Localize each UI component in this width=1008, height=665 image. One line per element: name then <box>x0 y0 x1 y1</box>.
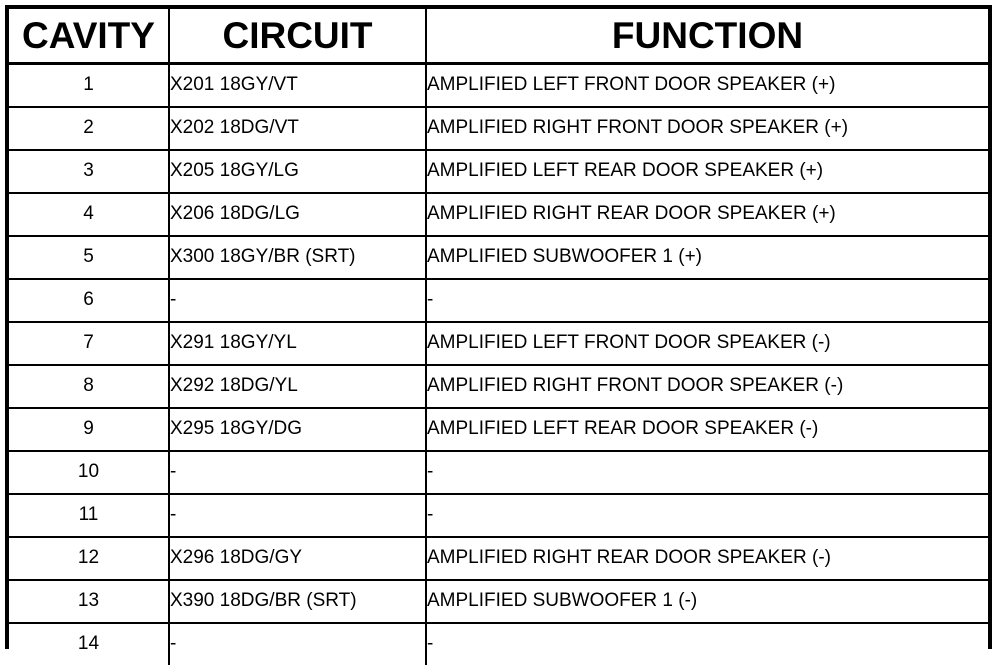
cell-cavity: 13 <box>9 580 169 623</box>
cell-circuit: - <box>169 279 426 322</box>
table-row: 6 - - <box>9 279 988 322</box>
cell-circuit: X390 18DG/BR (SRT) <box>169 580 426 623</box>
cell-function: AMPLIFIED RIGHT REAR DOOR SPEAKER (-) <box>426 537 988 580</box>
cell-circuit: X201 18GY/VT <box>169 64 426 108</box>
cell-cavity: 1 <box>9 64 169 108</box>
column-header-cavity: CAVITY <box>9 9 169 64</box>
cell-function: AMPLIFIED SUBWOOFER 1 (-) <box>426 580 988 623</box>
cell-function: AMPLIFIED RIGHT FRONT DOOR SPEAKER (-) <box>426 365 988 408</box>
cell-function: - <box>426 623 988 665</box>
table-row: 7 X291 18GY/YL AMPLIFIED LEFT FRONT DOOR… <box>9 322 988 365</box>
table-row: 5 X300 18GY/BR (SRT) AMPLIFIED SUBWOOFER… <box>9 236 988 279</box>
table-row: 2 X202 18DG/VT AMPLIFIED RIGHT FRONT DOO… <box>9 107 988 150</box>
cell-function: AMPLIFIED LEFT FRONT DOOR SPEAKER (+) <box>426 64 988 108</box>
cell-cavity: 10 <box>9 451 169 494</box>
connector-pinout-table-container: CAVITY CIRCUIT FUNCTION 1 X201 18GY/VT A… <box>5 5 992 649</box>
cell-circuit: X206 18DG/LG <box>169 193 426 236</box>
cell-circuit: X202 18DG/VT <box>169 107 426 150</box>
cell-function: AMPLIFIED LEFT FRONT DOOR SPEAKER (-) <box>426 322 988 365</box>
cell-function: AMPLIFIED LEFT REAR DOOR SPEAKER (-) <box>426 408 988 451</box>
cell-circuit: X291 18GY/YL <box>169 322 426 365</box>
cell-cavity: 9 <box>9 408 169 451</box>
cell-cavity: 5 <box>9 236 169 279</box>
cell-function: - <box>426 494 988 537</box>
cell-cavity: 3 <box>9 150 169 193</box>
cell-cavity: 11 <box>9 494 169 537</box>
cell-function: AMPLIFIED RIGHT FRONT DOOR SPEAKER (+) <box>426 107 988 150</box>
cell-function: - <box>426 279 988 322</box>
cell-cavity: 2 <box>9 107 169 150</box>
cell-cavity: 8 <box>9 365 169 408</box>
table-header: CAVITY CIRCUIT FUNCTION <box>9 9 988 64</box>
cell-circuit: X295 18GY/DG <box>169 408 426 451</box>
cell-function: AMPLIFIED RIGHT REAR DOOR SPEAKER (+) <box>426 193 988 236</box>
table-header-row: CAVITY CIRCUIT FUNCTION <box>9 9 988 64</box>
cell-function: - <box>426 451 988 494</box>
cell-cavity: 6 <box>9 279 169 322</box>
table-row: 12 X296 18DG/GY AMPLIFIED RIGHT REAR DOO… <box>9 537 988 580</box>
cell-circuit: - <box>169 623 426 665</box>
cell-circuit: - <box>169 451 426 494</box>
table-row: 10 - - <box>9 451 988 494</box>
column-header-circuit: CIRCUIT <box>169 9 426 64</box>
cell-cavity: 4 <box>9 193 169 236</box>
table-row: 8 X292 18DG/YL AMPLIFIED RIGHT FRONT DOO… <box>9 365 988 408</box>
column-header-function: FUNCTION <box>426 9 988 64</box>
table-row: 14 - - <box>9 623 988 665</box>
cell-cavity: 14 <box>9 623 169 665</box>
cell-circuit: X296 18DG/GY <box>169 537 426 580</box>
cell-cavity: 12 <box>9 537 169 580</box>
cell-function: AMPLIFIED SUBWOOFER 1 (+) <box>426 236 988 279</box>
cell-function: AMPLIFIED LEFT REAR DOOR SPEAKER (+) <box>426 150 988 193</box>
cell-circuit: X292 18DG/YL <box>169 365 426 408</box>
cell-circuit: X205 18GY/LG <box>169 150 426 193</box>
cell-circuit: - <box>169 494 426 537</box>
table-row: 4 X206 18DG/LG AMPLIFIED RIGHT REAR DOOR… <box>9 193 988 236</box>
table-row: 3 X205 18GY/LG AMPLIFIED LEFT REAR DOOR … <box>9 150 988 193</box>
cell-cavity: 7 <box>9 322 169 365</box>
table-row: 13 X390 18DG/BR (SRT) AMPLIFIED SUBWOOFE… <box>9 580 988 623</box>
table-body: 1 X201 18GY/VT AMPLIFIED LEFT FRONT DOOR… <box>9 64 988 665</box>
table-row: 9 X295 18GY/DG AMPLIFIED LEFT REAR DOOR … <box>9 408 988 451</box>
table-row: 11 - - <box>9 494 988 537</box>
table-row: 1 X201 18GY/VT AMPLIFIED LEFT FRONT DOOR… <box>9 64 988 108</box>
cell-circuit: X300 18GY/BR (SRT) <box>169 236 426 279</box>
connector-pinout-table: CAVITY CIRCUIT FUNCTION 1 X201 18GY/VT A… <box>9 9 988 665</box>
